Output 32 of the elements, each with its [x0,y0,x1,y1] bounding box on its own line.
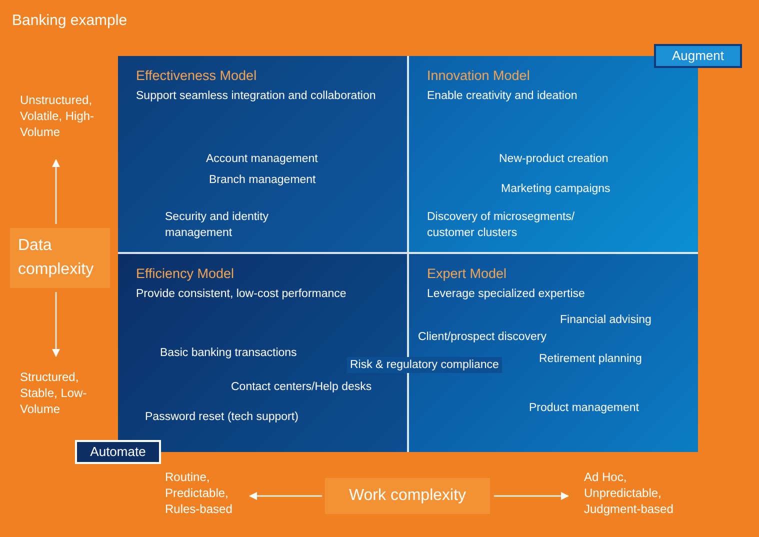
axis-end-label: Unstructured, Volatile, High-Volume [20,92,96,140]
item-label: New-product creation [499,152,608,167]
quadrant-heading: Effectiveness Model [136,68,257,83]
tag-label: Augment [654,44,742,68]
item-label: Client/prospect discovery [418,330,546,345]
item-label: Password reset (tech support) [145,410,298,425]
axis-title: Work complexity [325,478,490,514]
quadrant-heading: Efficiency Model [136,266,234,281]
item-label: Product management [529,401,639,416]
tag-label: Automate [75,440,161,464]
quadrant-subtitle: Leverage specialized expertise [427,288,585,300]
quadrant-subtitle: Provide consistent, low-cost performance [136,288,346,300]
item-label: Branch management [209,173,316,188]
item-label: Basic banking transactions [160,346,297,361]
quadrant-subtitle: Enable creativity and ideation [427,90,578,102]
axis-end-label: Structured, Stable, Low-Volume [20,369,88,417]
axis-end-label: Ad Hoc, Unpredictable, Judgment-based [584,469,674,517]
item-label: Retirement planning [539,352,642,367]
quadrant-heading: Expert Model [427,266,507,281]
item-label: Security and identity management [165,210,270,241]
axis-end-label: Routine, Predictable, Rules-based [165,469,234,517]
quadrant-heading: Innovation Model [427,68,530,83]
quadrant-panel [118,56,408,253]
item-label: Marketing campaigns [501,182,610,197]
axis-title: Data complexity [10,228,110,288]
item-label: Risk & regulatory compliance [347,357,502,373]
item-label: Contact centers/Help desks [231,380,372,395]
quadrant-subtitle: Support seamless integration and collaboration [136,90,376,102]
diagram-title: Banking example [12,12,128,29]
item-label: Financial advising [560,313,652,328]
item-label: Account management [206,152,318,167]
item-label: Discovery of microsegments/ customer clusters [427,210,576,241]
